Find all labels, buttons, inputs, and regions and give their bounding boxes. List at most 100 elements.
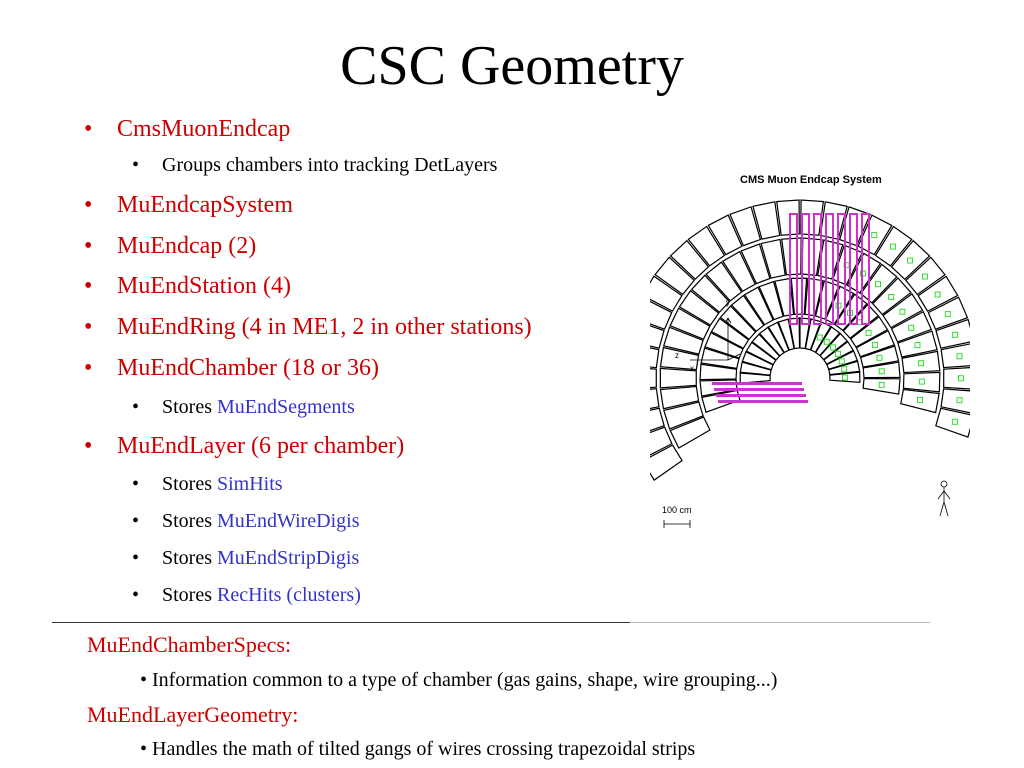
cutaway-chamber: [861, 213, 870, 325]
figure-title: CMS Muon Endcap System: [740, 174, 882, 186]
chamber-shape: [650, 444, 683, 481]
chamber-shape: [890, 239, 931, 281]
chamber-shape: [739, 361, 772, 376]
layer-geometry-text: Handles the math of tilted gangs of wire…: [152, 738, 696, 760]
chamber-shape: [745, 341, 777, 366]
chamber-shape: [662, 326, 704, 355]
chamber-marker: [830, 344, 836, 351]
bullet-dot: •: [84, 273, 93, 299]
chamber-shape: [650, 368, 657, 389]
chamber-shape: [902, 371, 941, 393]
chamber-marker: [876, 354, 883, 361]
chamber-shape: [678, 289, 720, 326]
chamber-shape: [776, 199, 800, 236]
bullet-dot: •: [132, 510, 140, 532]
chamber-shape: [650, 275, 683, 312]
cutaway-chamber: [801, 213, 810, 325]
cutaway-chamber: [718, 400, 808, 403]
chamber-shape: [874, 225, 913, 267]
person-figure-icon: [937, 480, 951, 517]
chamber-shape: [650, 426, 673, 456]
bullet-prefix: Stores: [162, 584, 217, 606]
chamber-marker: [878, 368, 885, 375]
chamber-marker: [914, 342, 921, 349]
chamber-shape: [760, 238, 786, 279]
endcap-drawing: [650, 199, 970, 528]
bullet-prefix: Stores: [162, 396, 217, 418]
chamber-shape: [704, 331, 744, 359]
axis-x-label: x: [690, 364, 694, 373]
chamber-marker: [922, 273, 928, 280]
chamber-shape: [650, 325, 665, 349]
bullet-prefix: Stores: [162, 547, 217, 569]
chamber-shape: [943, 367, 970, 390]
chamber-shape: [917, 275, 959, 313]
chamber-shape: [927, 296, 969, 330]
chamber-marker: [907, 257, 913, 264]
chamber-specs-text: Information common to a type of chamber …: [152, 669, 778, 691]
chamber-shape: [699, 363, 738, 381]
chamber-marker: [908, 324, 915, 331]
chamber-shape: [777, 318, 795, 351]
bullet-item: •CmsMuonEndcap: [84, 115, 291, 143]
axis-y-label: y: [726, 298, 730, 307]
axis-z-label: z: [675, 351, 679, 360]
layer-geometry-heading: MuEndLayerGeometry:: [87, 702, 299, 727]
chamber-shape: [700, 347, 740, 370]
chamber-shape: [758, 326, 785, 357]
sub-bullet-item: •Stores RecHits (clusters): [132, 583, 361, 607]
chamber-shape: [810, 321, 832, 354]
chamber-marker: [918, 360, 925, 367]
bullet-dot: •: [132, 547, 140, 569]
chamber-shape: [751, 333, 781, 361]
chamber-shape: [707, 214, 743, 256]
axis-indicator: [690, 317, 741, 361]
bullet-text: MuEndStation (4): [117, 273, 291, 299]
bullet-text: CmsMuonEndcap: [117, 116, 291, 142]
bullet-text: MuEndcapSystem: [117, 192, 293, 218]
bullet-dot: •: [140, 738, 148, 760]
chamber-marker: [956, 397, 963, 404]
chamber-marker: [944, 311, 951, 318]
cutaway-chamber: [789, 213, 798, 325]
bullet-item: • MuEndcap (2): [84, 232, 257, 260]
chamber-shape: [790, 277, 808, 315]
chamber-shape: [650, 407, 665, 432]
chamber-specs-heading: MuEndChamberSpecs:: [87, 632, 292, 657]
chamber-shape: [669, 239, 710, 281]
chamber-marker: [952, 331, 959, 338]
chamber-marker: [956, 353, 963, 360]
muon-endcap-figure: CMS Muon Endcap System y z x 100 cm: [650, 168, 970, 538]
bullet-dot: •: [132, 396, 140, 418]
sub-bullet-item: • Stores MuEndSegments: [132, 395, 355, 419]
chamber-shape: [740, 243, 771, 285]
chamber-shape: [659, 367, 697, 389]
chamber-shape: [862, 377, 901, 395]
chamber-shape: [650, 347, 660, 369]
chamber-marker: [823, 338, 830, 345]
chamber-shape: [935, 407, 970, 438]
bullet-highlight: MuEndSegments: [217, 396, 355, 418]
sub-bullet-item: •Stores MuEndWireDigis: [132, 509, 360, 533]
chamber-shape: [669, 416, 711, 449]
chamber-shape: [823, 340, 855, 365]
chamber-shape: [710, 317, 750, 350]
chamber-marker: [838, 358, 845, 365]
chamber-shape: [882, 293, 924, 329]
chamber-shape: [669, 307, 711, 340]
chamber-marker: [872, 341, 878, 348]
sub-bullet-item: •Stores SimHits: [132, 472, 283, 496]
chamber-shape: [767, 321, 790, 354]
chamber-marker: [934, 291, 941, 298]
chamber-marker: [878, 381, 885, 388]
bullet-dot: •: [132, 584, 140, 606]
bullet-text: MuEndcap (2): [117, 233, 257, 259]
chamber-shape: [828, 360, 861, 376]
bullet-prefix: Stores: [162, 473, 217, 495]
bullet-dot: •: [84, 233, 93, 259]
chamber-marker: [888, 294, 895, 300]
chamber-marker: [899, 308, 906, 315]
chamber-shape: [687, 225, 726, 267]
scale-label: 100 cm: [662, 505, 692, 515]
chamber-shape: [800, 199, 825, 236]
